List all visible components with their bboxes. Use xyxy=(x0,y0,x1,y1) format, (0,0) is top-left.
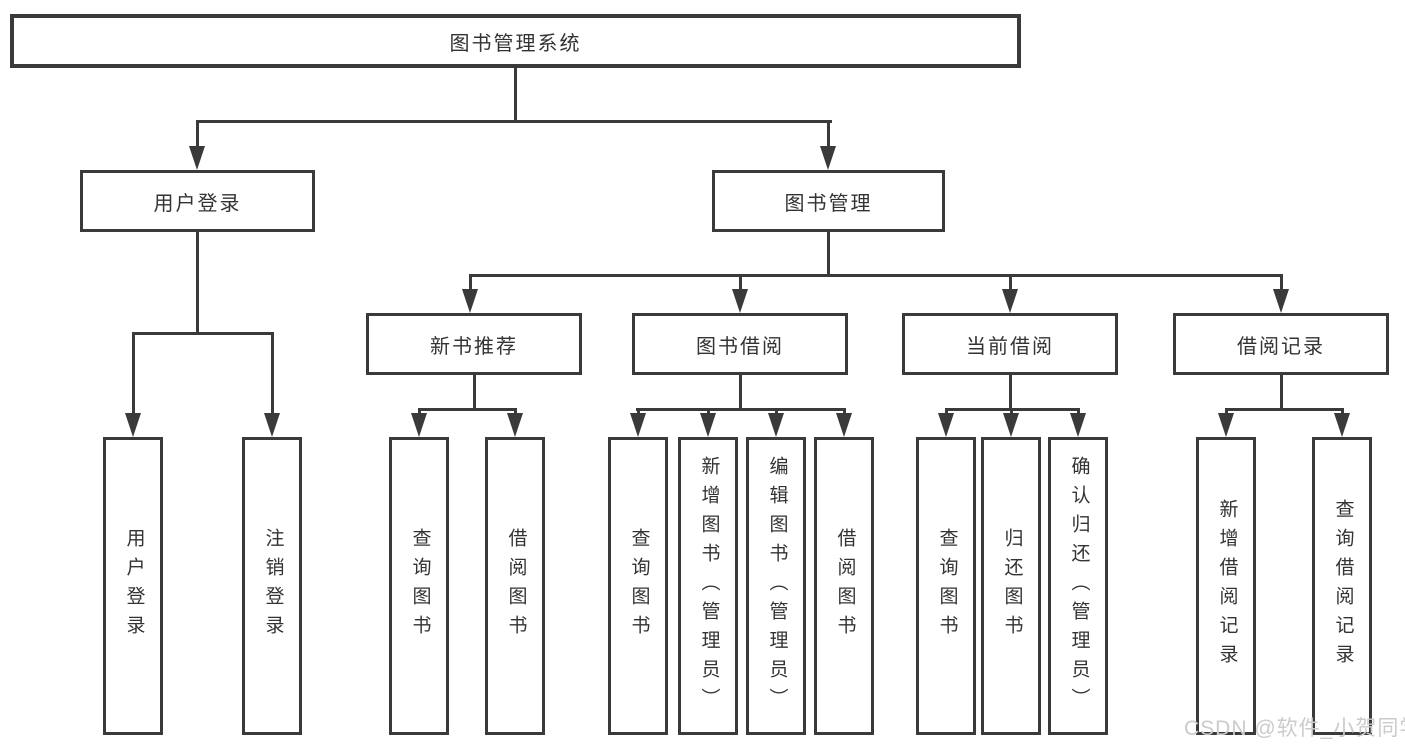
node-current-return-book-label: 归还图书 xyxy=(1001,528,1023,644)
node-current-confirm-return-label: 确认归还（管理员） xyxy=(1068,455,1090,717)
connector-sec1-leaf1-stub xyxy=(418,408,421,417)
connector-root-stub xyxy=(514,68,517,123)
node-user-login-leaf-label: 用户登录 xyxy=(123,528,145,644)
arrowhead-user-login-icon xyxy=(189,146,205,170)
connector-current-borrow-stub xyxy=(1009,274,1012,292)
connector-user-login-stub xyxy=(196,120,199,150)
connector-sec3-leaf1-stub xyxy=(945,408,948,417)
connector-login-leaf-stub xyxy=(132,332,135,416)
node-borrow-edit-book-label: 编辑图书（管理员） xyxy=(766,455,788,717)
node-borrow-records: 借阅记录 xyxy=(1173,313,1389,375)
node-records-query-record-label: 查询借阅记录 xyxy=(1332,499,1354,673)
connector-sec4-horizontal xyxy=(1225,408,1344,411)
arrowhead-current-borrow-icon xyxy=(1002,289,1018,313)
connector-sec3-down xyxy=(1009,375,1012,411)
node-logout-leaf: 注销登录 xyxy=(242,437,302,735)
arrowhead-book-borrow-icon xyxy=(732,289,748,313)
connector-sec4-leaf1-stub xyxy=(1225,408,1228,417)
connector-borrow-records-stub xyxy=(1280,274,1283,292)
connector-logout-leaf-stub xyxy=(271,332,274,416)
node-new-book-recommend: 新书推荐 xyxy=(366,313,582,375)
connector-sec2-leaf4-stub xyxy=(843,408,846,417)
arrowhead-sec3-leaf2-icon xyxy=(1003,413,1019,437)
connector-sec2-leaf3-stub xyxy=(775,408,778,417)
node-logout-leaf-label: 注销登录 xyxy=(262,528,284,644)
arrowhead-borrow-records-icon xyxy=(1273,289,1289,313)
node-current-query-book-label: 查询图书 xyxy=(936,528,958,644)
connector-user-login-down xyxy=(196,232,199,335)
connector-sec2-down xyxy=(739,375,742,411)
arrowhead-new-book-icon xyxy=(462,289,478,313)
node-records-query-record: 查询借阅记录 xyxy=(1312,437,1372,735)
node-borrow-edit-book: 编辑图书（管理员） xyxy=(746,437,806,735)
arrowhead-sec2-leaf4-icon xyxy=(836,413,852,437)
node-borrow-add-book-label: 新增图书（管理员） xyxy=(698,455,720,717)
connector-sec1-horizontal xyxy=(418,408,517,411)
connector-sec1-down xyxy=(473,375,476,411)
node-borrow-query-book-label: 查询图书 xyxy=(628,528,650,644)
node-borrow-query-book: 查询图书 xyxy=(608,437,668,735)
connector-sec4-down xyxy=(1280,375,1283,411)
connector-sec4-leaf2-stub xyxy=(1341,408,1344,417)
connector-user-login-horizontal xyxy=(132,332,274,335)
connector-sec3-leaf3-stub xyxy=(1077,408,1080,417)
arrowhead-login-leaf-icon xyxy=(125,413,141,437)
node-borrow-borrow-book: 借阅图书 xyxy=(814,437,874,735)
connector-level1-horizontal xyxy=(196,120,832,123)
node-recommend-borrow-book: 借阅图书 xyxy=(485,437,545,735)
node-borrow-add-book: 新增图书（管理员） xyxy=(678,437,738,735)
connector-book-mgmt-down xyxy=(827,232,830,277)
connector-book-borrow-stub xyxy=(739,274,742,292)
arrowhead-sec2-leaf3-icon xyxy=(768,413,784,437)
connector-book-mgmt-stub xyxy=(827,120,830,150)
connector-sec2-horizontal xyxy=(636,408,846,411)
arrowhead-sec2-leaf2-icon xyxy=(700,413,716,437)
node-user-login: 用户登录 xyxy=(80,170,315,232)
node-book-borrow: 图书借阅 xyxy=(632,313,848,375)
connector-sec1-leaf2-stub xyxy=(514,408,517,417)
arrowhead-book-mgmt-icon xyxy=(820,146,836,170)
node-borrow-borrow-book-label: 借阅图书 xyxy=(834,528,856,644)
node-current-confirm-return: 确认归还（管理员） xyxy=(1048,437,1108,735)
arrowhead-sec3-leaf3-icon xyxy=(1070,413,1086,437)
arrowhead-sec4-leaf1-icon xyxy=(1218,413,1234,437)
connector-sec3-leaf2-stub xyxy=(1010,408,1013,417)
node-book-mgmt: 图书管理 xyxy=(712,170,945,232)
node-recommend-borrow-book-label: 借阅图书 xyxy=(505,528,527,644)
arrowhead-logout-leaf-icon xyxy=(264,413,280,437)
node-current-borrow: 当前借阅 xyxy=(902,313,1118,375)
node-recommend-query-book-label: 查询图书 xyxy=(409,528,431,644)
arrowhead-sec1-leaf1-icon xyxy=(411,413,427,437)
node-records-add-record-label: 新增借阅记录 xyxy=(1216,499,1238,673)
node-current-query-book: 查询图书 xyxy=(916,437,976,735)
arrowhead-sec3-leaf1-icon xyxy=(938,413,954,437)
csdn-watermark: CSDN @软件_小贺同学 xyxy=(1184,717,1405,740)
node-root: 图书管理系统 xyxy=(10,14,1021,68)
connector-sec2-leaf2-stub xyxy=(707,408,710,417)
node-user-login-leaf: 用户登录 xyxy=(103,437,163,735)
node-recommend-query-book: 查询图书 xyxy=(389,437,449,735)
arrowhead-sec1-leaf2-icon xyxy=(507,413,523,437)
arrowhead-sec2-leaf1-icon xyxy=(630,413,646,437)
node-current-return-book: 归还图书 xyxy=(981,437,1041,735)
connector-sec2-leaf1-stub xyxy=(637,408,640,417)
connector-new-book-stub xyxy=(469,274,472,292)
connector-level3-horizontal xyxy=(469,274,1283,277)
node-records-add-record: 新增借阅记录 xyxy=(1196,437,1256,735)
arrowhead-sec4-leaf2-icon xyxy=(1334,413,1350,437)
